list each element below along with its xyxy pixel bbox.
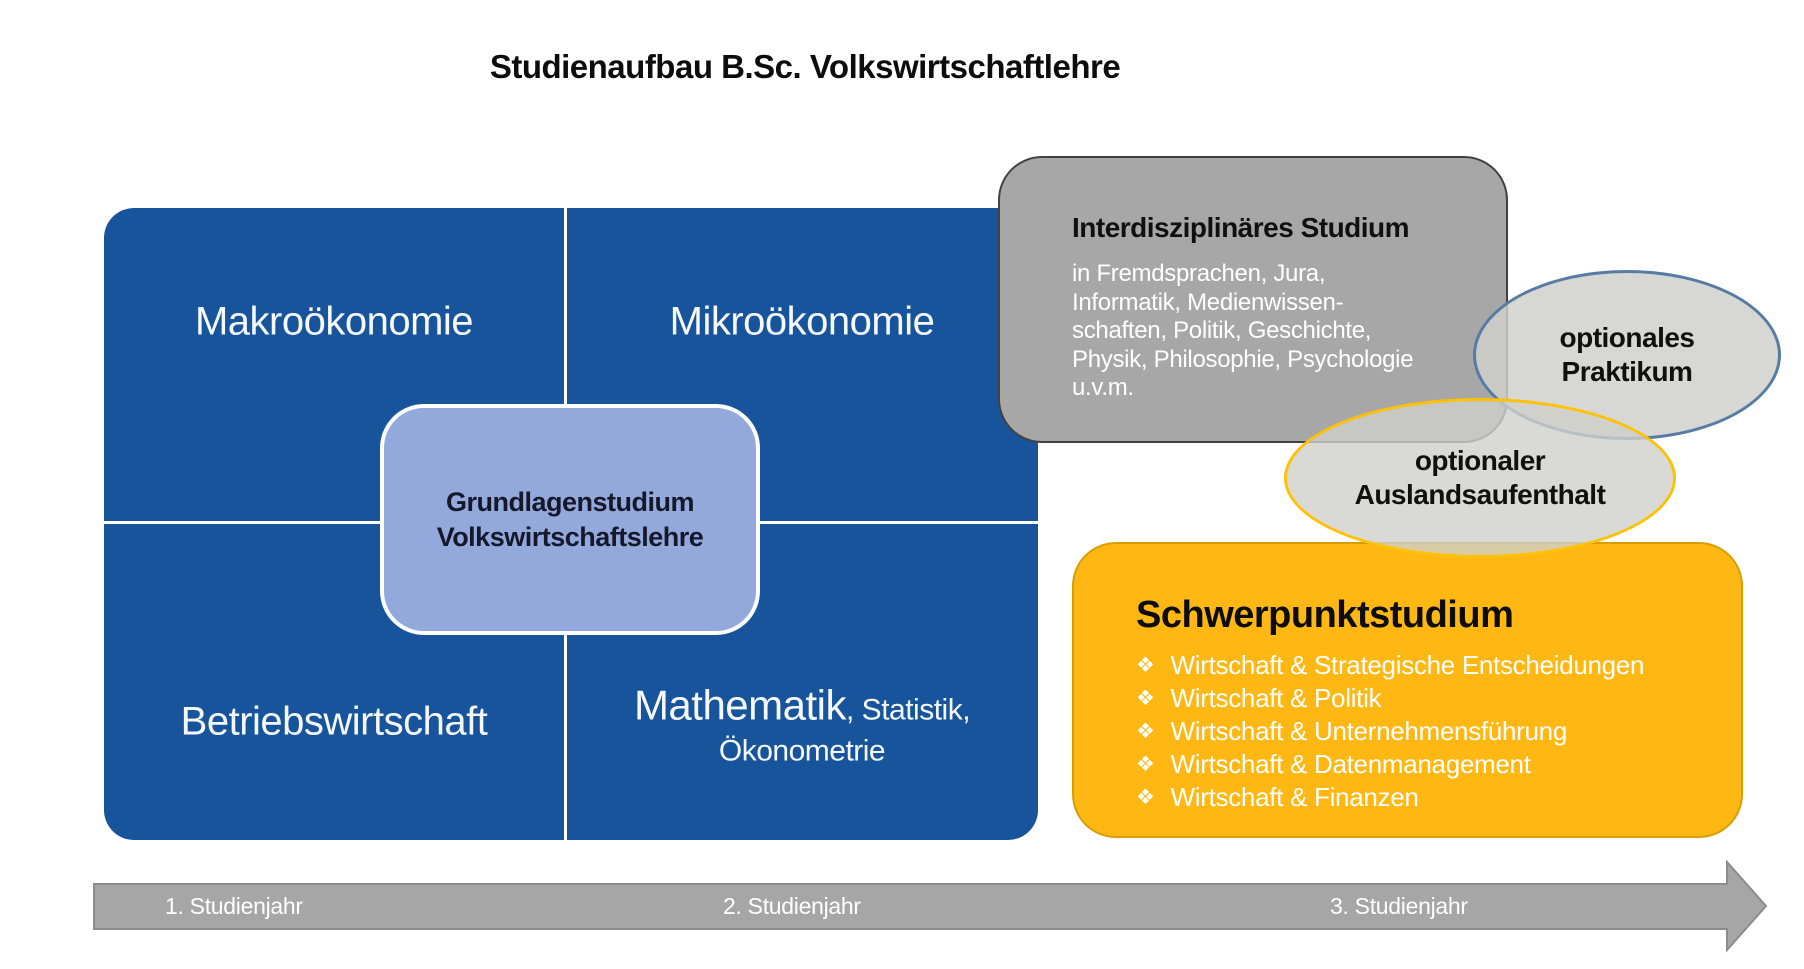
list-item-label: Wirtschaft & Finanzen <box>1170 782 1419 812</box>
quadrant-mathematik: Mathematik, Statistik, Ökonometrie <box>633 681 971 770</box>
body-line: in Fremdsprachen, Jura, <box>1072 260 1326 287</box>
diamond-bullet-icon: ❖ <box>1136 687 1155 710</box>
year-1-label: 1. Studienjahr <box>165 893 303 919</box>
year-3-label: 3. Studienjahr <box>1330 893 1468 919</box>
praktikum-line1: optionales <box>1559 322 1695 353</box>
grundlagenstudium-line1: Grundlagenstudium <box>446 486 695 517</box>
diamond-bullet-icon: ❖ <box>1136 654 1155 677</box>
diamond-bullet-icon: ❖ <box>1136 786 1155 809</box>
list-item-label: Wirtschaft & Unternehmensführung <box>1170 716 1568 746</box>
list-item: ❖ Wirtschaft & Unternehmensführung <box>1136 715 1723 748</box>
list-item: ❖ Wirtschaft & Strategische Entscheidunge… <box>1136 649 1723 682</box>
diamond-bullet-icon: ❖ <box>1136 720 1155 743</box>
statistik-label: , Statistik, <box>846 693 971 727</box>
body-line: Physik, Philosophie, Psychologie <box>1072 345 1414 373</box>
interdisziplinaeres-studium-box: Interdisziplinäres Studium in Fremdsprac… <box>998 156 1508 443</box>
grundlagenstudium-line2: Volkswirtschaftslehre <box>436 521 704 552</box>
schwerpunktstudium-box: Schwerpunktstudium ❖ Wirtschaft & Strateg… <box>1072 542 1743 838</box>
body-line: Informatik, Medienwissen- <box>1072 288 1344 316</box>
list-item-label: Wirtschaft & Strategische Entscheidungen <box>1170 650 1645 680</box>
list-item: ❖ Wirtschaft & Politik <box>1136 682 1723 715</box>
schwerpunkt-list: ❖ Wirtschaft & Strategische Entscheidunge… <box>1136 649 1723 814</box>
oekonometrie-label: Ökonometrie <box>718 734 886 768</box>
interdisziplinaeres-body: in Fremdsprachen, Jura, Informatik, Medi… <box>1072 260 1470 403</box>
body-line: u.v.m. <box>1072 374 1134 401</box>
schwerpunktstudium-title: Schwerpunktstudium <box>1136 594 1514 636</box>
ausland-line1: optionaler <box>1414 445 1546 476</box>
diamond-bullet-icon: ❖ <box>1136 753 1155 776</box>
quadrant-makrooekonomie: Makroökonomie <box>194 299 474 344</box>
ausland-line2: Auslandsaufenthalt <box>1354 479 1606 510</box>
list-item: ❖ Wirtschaft & Finanzen <box>1136 781 1723 814</box>
grundlagenstudium-box: Grundlagenstudium Volkswirtschaftslehre <box>380 404 760 635</box>
page-title: Studienaufbau B.Sc. Volkswirtschaftlehre <box>489 48 1121 85</box>
interdisziplinaeres-title: Interdisziplinäres Studium <box>1072 212 1410 243</box>
year-2-label: 2. Studienjahr <box>723 893 861 919</box>
body-line: schaften, Politik, Geschichte, <box>1072 317 1372 344</box>
quadrant-betriebswirtschaft: Betriebswirtschaft <box>180 699 488 744</box>
list-item: ❖ Wirtschaft & Datenmanagement <box>1136 748 1723 781</box>
praktikum-line2: Praktikum <box>1561 356 1693 387</box>
quadrant-mikrooekonomie: Mikroökonomie <box>669 299 935 344</box>
mathematik-line1: Mathematik, Statistik, <box>633 681 971 734</box>
mathematik-label: Mathematik <box>633 681 847 729</box>
list-item-label: Wirtschaft & Politik <box>1170 683 1382 713</box>
optionaler-auslandsaufenthalt-ellipse: optionaler Auslandsaufenthalt <box>1284 398 1676 558</box>
list-item-label: Wirtschaft & Datenmanagement <box>1170 749 1531 779</box>
